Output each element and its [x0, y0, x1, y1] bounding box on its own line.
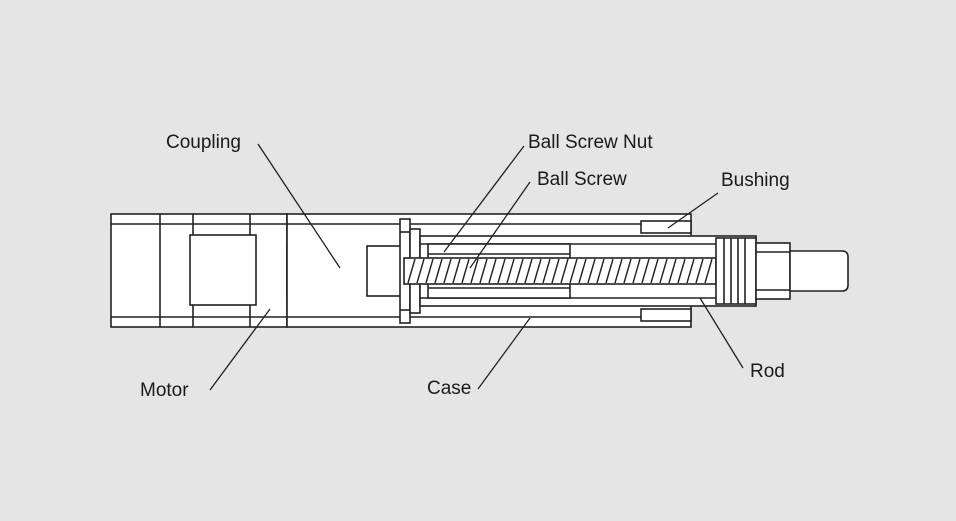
- screw-thread: [659, 258, 668, 284]
- motor-body: [110, 213, 288, 328]
- label-coupling: Coupling: [166, 132, 241, 153]
- screw-thread: [506, 258, 515, 284]
- screw-thread: [470, 258, 479, 284]
- screw-thread: [551, 258, 560, 284]
- screw-thread: [443, 258, 452, 284]
- bushing-part: [640, 220, 692, 322]
- rod-extension: [755, 242, 849, 300]
- screw-thread: [416, 258, 425, 284]
- label-ball-screw: Ball Screw: [537, 169, 627, 190]
- screw-thread: [488, 258, 497, 284]
- screw-thread: [677, 258, 686, 284]
- screw-thread: [533, 258, 542, 284]
- screw-thread: [578, 258, 587, 284]
- screw-thread: [695, 258, 704, 284]
- screw-thread: [605, 258, 614, 284]
- screw-thread: [704, 258, 713, 284]
- screw-thread: [614, 258, 623, 284]
- screw-thread: [560, 258, 569, 284]
- screw-thread: [569, 258, 578, 284]
- label-rod: Rod: [750, 361, 785, 382]
- screw-thread: [515, 258, 524, 284]
- screw-thread: [542, 258, 551, 284]
- label-ball-screw-nut: Ball Screw Nut: [528, 132, 653, 153]
- label-motor: Motor: [140, 380, 189, 401]
- label-case: Case: [427, 378, 472, 399]
- screw-thread: [650, 258, 659, 284]
- rod-end: [715, 237, 757, 305]
- screw-thread: [524, 258, 533, 284]
- screw-thread: [668, 258, 677, 284]
- screw-thread: [407, 258, 416, 284]
- screw-thread: [587, 258, 596, 284]
- screw-thread: [425, 258, 434, 284]
- screw-thread: [686, 258, 695, 284]
- screw-thread: [596, 258, 605, 284]
- screw-thread: [461, 258, 470, 284]
- screw-thread: [479, 258, 488, 284]
- screw-thread: [632, 258, 641, 284]
- ball-screw-shaft: [403, 257, 717, 285]
- screw-thread: [623, 258, 632, 284]
- screw-thread: [497, 258, 506, 284]
- screw-thread: [434, 258, 443, 284]
- screw-thread: [452, 258, 461, 284]
- label-bushing: Bushing: [721, 170, 790, 191]
- leader-lines: [209, 143, 744, 391]
- screw-thread: [641, 258, 650, 284]
